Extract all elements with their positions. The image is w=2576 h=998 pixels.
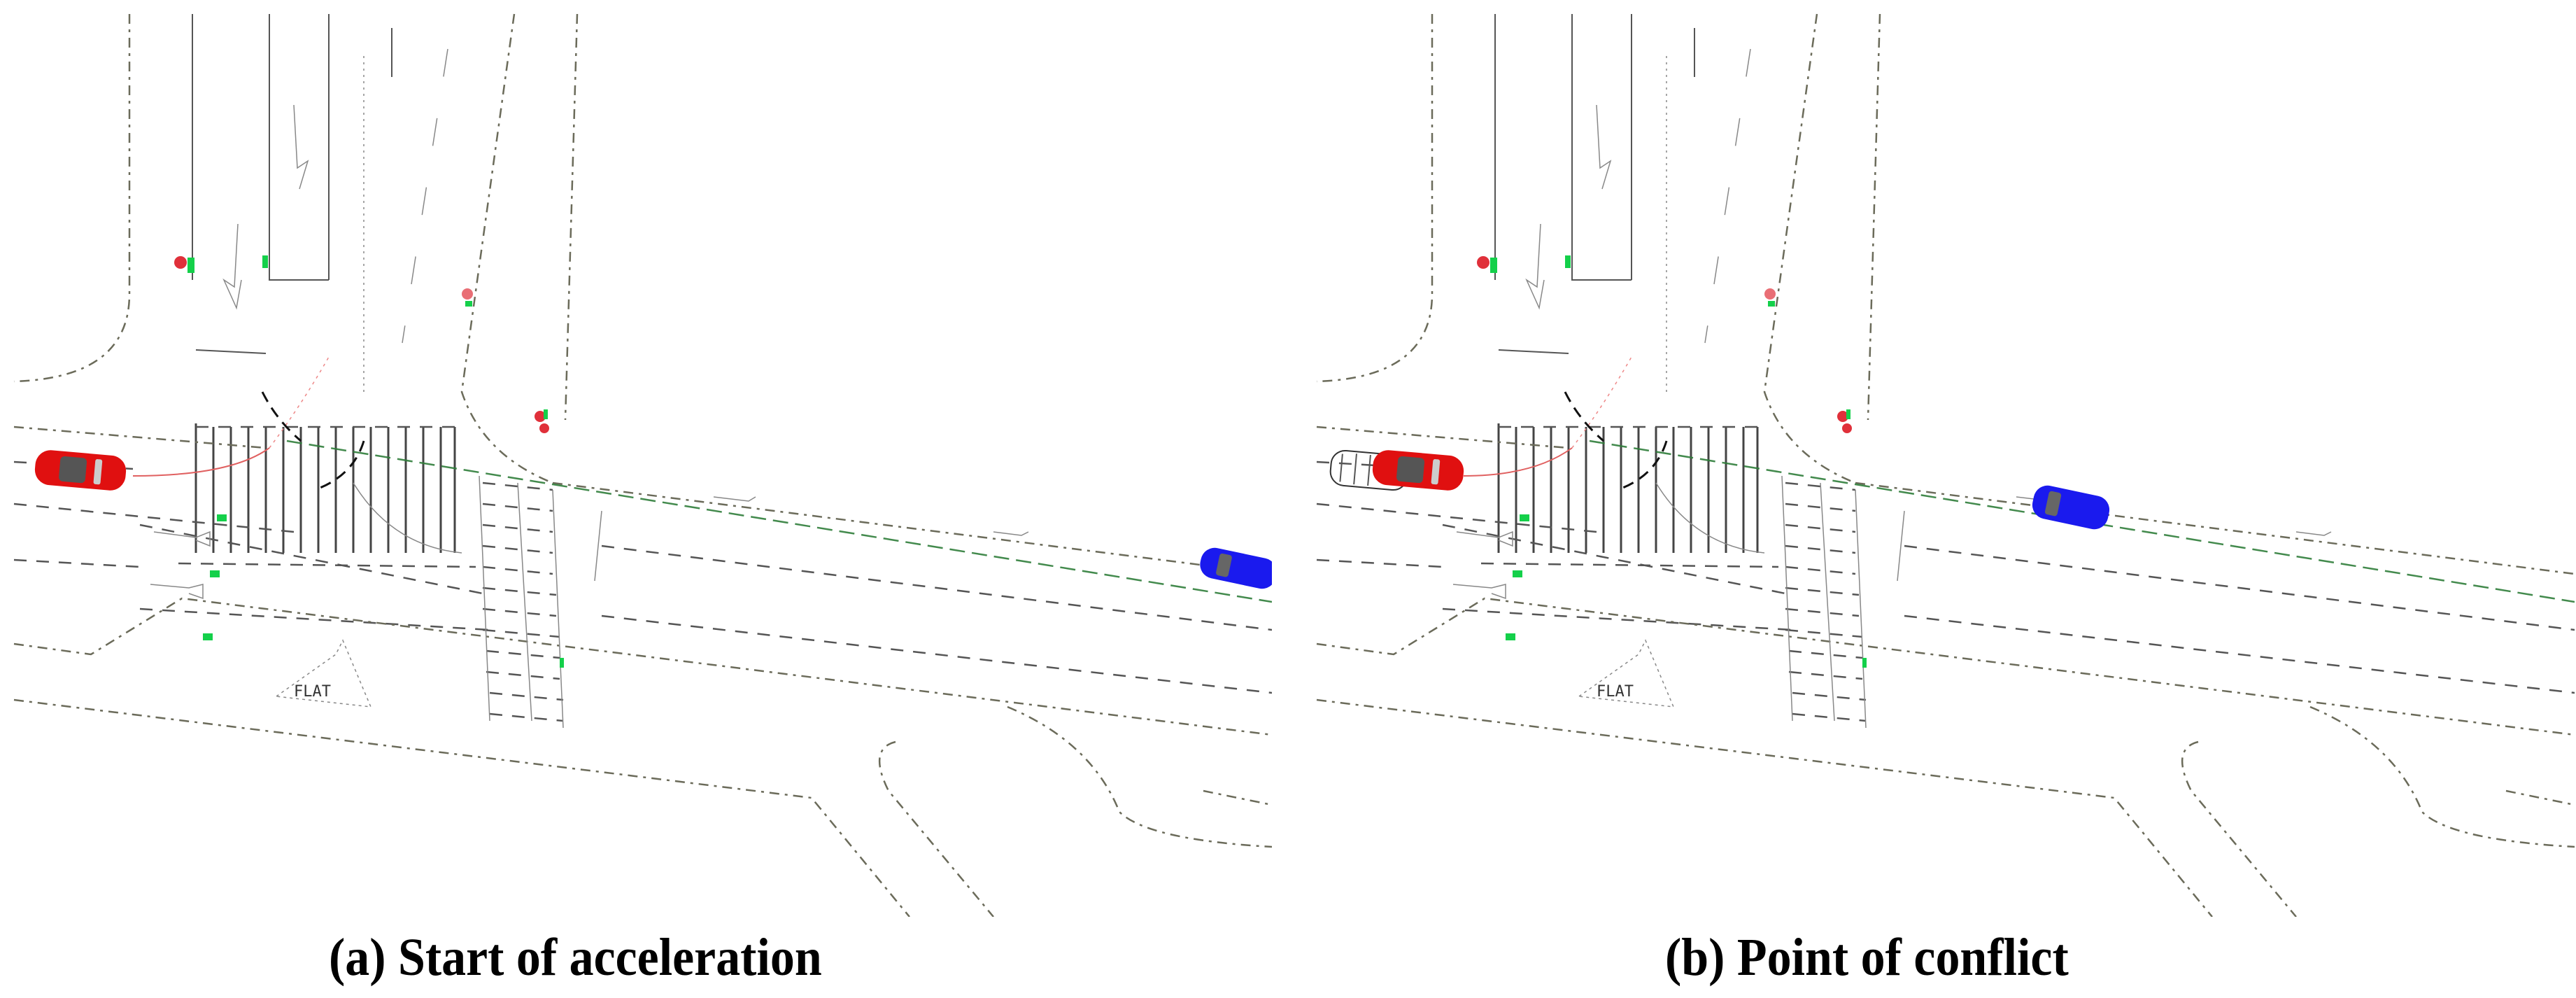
blue-car-icon[interactable]	[2030, 483, 2112, 532]
east-crosswalk	[479, 475, 564, 729]
detector-marker	[1520, 514, 1529, 521]
red-car-icon[interactable]	[1371, 449, 1465, 491]
road-network: FLAT	[1316, 13, 2575, 917]
east-crosswalk	[1781, 475, 1867, 729]
caption-panel-b: (b) Point of conflict	[1665, 928, 2069, 987]
north-crosswalk	[1480, 423, 1779, 568]
through-vehicle-trajectory	[286, 440, 1272, 603]
signal-head-icon	[1837, 411, 1848, 422]
intersection-scene: FLAT	[1316, 13, 2575, 917]
traffic-signals	[174, 256, 549, 433]
signal-head-icon	[462, 288, 473, 300]
detector-marker	[1513, 570, 1522, 577]
blue-car-icon[interactable]	[1198, 545, 1272, 591]
conflict-arc	[261, 391, 365, 491]
detector-marker	[1490, 258, 1497, 273]
detector-marker	[210, 570, 220, 577]
signal-head-icon	[1842, 423, 1852, 433]
panel-start-of-acceleration: FLAT	[0, 0, 1272, 917]
intersection-scene: FLAT	[13, 13, 1272, 917]
svg-text:FLAT: FLAT	[1597, 683, 1634, 701]
detector-marker	[1506, 633, 1515, 640]
panel-point-of-conflict: FLAT	[1303, 0, 2575, 917]
detector-marker	[560, 658, 564, 668]
signal-head-icon	[174, 256, 187, 269]
caption-panel-a: (a) Start of acceleration	[329, 928, 822, 987]
red-car-icon[interactable]	[34, 449, 127, 491]
turning-vehicle-trajectory	[132, 447, 270, 477]
flat-road-marking: FLAT	[1578, 639, 1675, 708]
road-network: FLAT	[13, 13, 1272, 917]
traffic-signals	[1477, 256, 1852, 433]
detector-marker	[1768, 301, 1775, 307]
signal-head-icon	[539, 423, 549, 433]
detector-marker	[262, 255, 268, 268]
conflict-arc	[1564, 391, 1668, 491]
detector-marker	[217, 514, 227, 521]
signal-head-icon	[1764, 288, 1776, 300]
flat-road-marking: FLAT	[276, 639, 372, 708]
north-crosswalk	[178, 423, 476, 568]
svg-text:FLAT: FLAT	[294, 683, 331, 701]
detector-marker	[203, 633, 213, 640]
signal-head-icon	[1846, 409, 1850, 419]
detector-marker	[1862, 658, 1867, 668]
detector-marker	[465, 301, 472, 307]
signal-head-icon	[1477, 256, 1489, 269]
signal-head-icon	[535, 411, 546, 422]
detector-marker	[1565, 255, 1571, 268]
detector-marker	[187, 258, 194, 273]
turning-vehicle-trajectory	[1463, 447, 1573, 477]
signal-head-icon	[544, 409, 548, 419]
